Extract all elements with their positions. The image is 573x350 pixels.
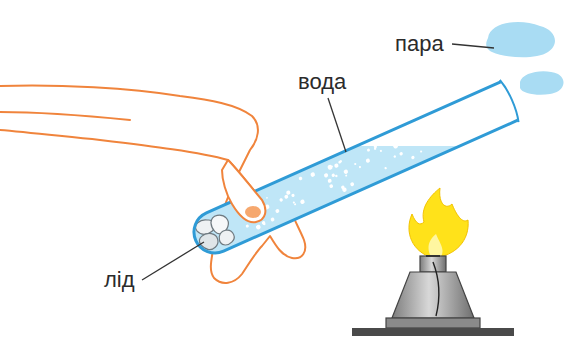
bubble xyxy=(300,199,306,205)
bubble xyxy=(412,132,414,134)
bubble xyxy=(266,197,268,199)
bubble xyxy=(284,194,289,199)
bubble xyxy=(279,198,283,202)
bubble xyxy=(448,138,454,144)
bubble xyxy=(439,124,443,128)
bubble xyxy=(359,166,362,169)
bubble xyxy=(341,187,347,193)
bubble xyxy=(286,190,291,195)
bubble xyxy=(270,217,275,222)
bubble xyxy=(294,203,297,206)
bubble xyxy=(327,178,332,183)
bubble xyxy=(261,221,266,226)
bubble xyxy=(393,155,396,158)
bubble xyxy=(331,173,335,177)
spirit-lamp xyxy=(352,188,514,336)
bubble xyxy=(327,164,333,170)
bubble xyxy=(399,151,403,155)
bubble xyxy=(245,224,249,228)
bubble xyxy=(401,142,405,146)
steam-label: пара xyxy=(395,32,444,56)
bubble xyxy=(298,176,303,181)
bubble xyxy=(426,135,429,138)
bubble xyxy=(334,163,339,168)
bubble xyxy=(310,172,316,178)
bubbles xyxy=(236,112,459,235)
leader-line xyxy=(142,44,494,280)
bubble xyxy=(449,128,455,134)
bubble xyxy=(354,163,357,166)
bubble xyxy=(379,150,382,153)
bubble xyxy=(350,182,355,187)
ice-label: лід xyxy=(104,268,135,292)
bubble xyxy=(384,167,387,170)
bubble xyxy=(420,150,423,153)
bubble xyxy=(338,160,342,164)
flame xyxy=(409,188,468,258)
bubble xyxy=(365,158,370,163)
bubble xyxy=(374,147,377,150)
thumb xyxy=(222,160,265,222)
bubble xyxy=(275,208,280,213)
bubble xyxy=(411,155,415,159)
bubble xyxy=(329,184,334,189)
water-label: вода xyxy=(298,70,346,94)
bubble xyxy=(431,134,435,138)
bubble xyxy=(343,169,349,175)
bubble xyxy=(335,174,338,177)
bubble xyxy=(427,128,429,130)
bubble xyxy=(263,222,266,225)
bubble xyxy=(323,173,328,178)
bubble xyxy=(393,143,399,149)
bubble xyxy=(367,148,371,152)
bubble xyxy=(255,224,261,230)
test-tube xyxy=(186,79,521,262)
hand xyxy=(0,85,305,282)
bubble xyxy=(345,174,348,177)
bubble xyxy=(447,125,450,128)
bubble xyxy=(291,193,295,197)
